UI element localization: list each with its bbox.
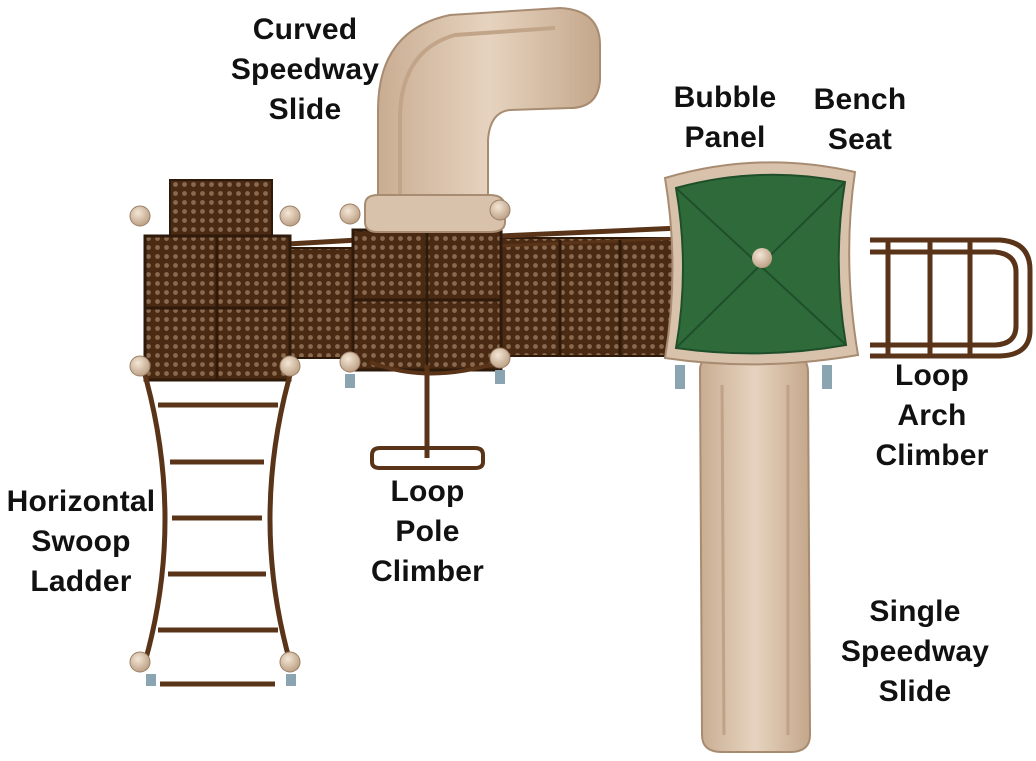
curved-speedway-slide bbox=[364, 6, 601, 233]
single-speedway-slide bbox=[698, 354, 812, 753]
center-deck bbox=[351, 228, 503, 372]
post-feet bbox=[146, 365, 832, 686]
bridge-deck-right bbox=[499, 225, 681, 357]
loop-pole-climber bbox=[369, 360, 501, 470]
label-bubble-panel: Bubble Panel bbox=[673, 81, 777, 154]
label-bench-seat: Bench Seat bbox=[813, 83, 907, 156]
post-caps bbox=[129, 199, 511, 673]
label-loop-arch-climber: Loop Arch Climber bbox=[875, 359, 989, 472]
label-horizontal-swoop-ladder: Horizontal Swoop Ladder bbox=[6, 485, 156, 598]
label-loop-pole-climber: Loop Pole Climber bbox=[370, 475, 485, 588]
label-single-speedway-slide: Single Speedway Slide bbox=[840, 595, 990, 708]
loop-arch-climber bbox=[870, 237, 1033, 359]
label-curved-speedway-slide: Curved Speedway Slide bbox=[230, 13, 380, 126]
bubble-roof-icon bbox=[663, 161, 860, 366]
bridge-deck-left bbox=[287, 237, 359, 359]
left-deck bbox=[143, 179, 292, 382]
horizontal-swoop-ladder bbox=[142, 374, 293, 687]
